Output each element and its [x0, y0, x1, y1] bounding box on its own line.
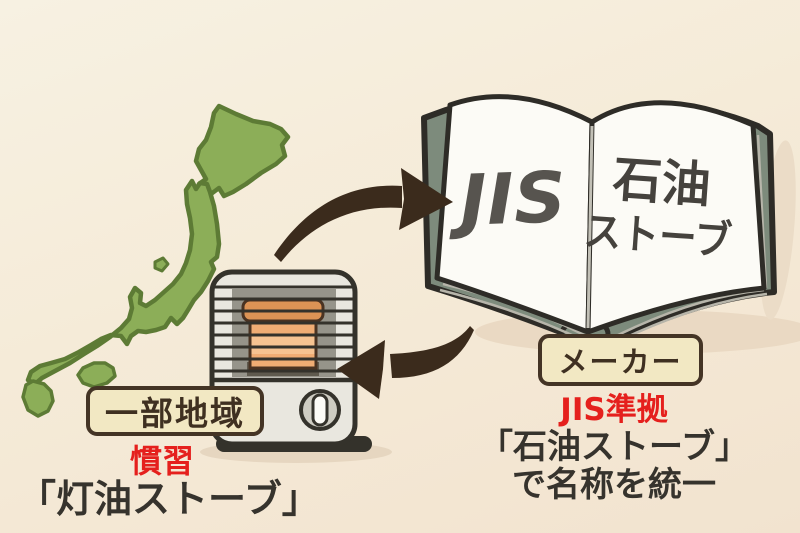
- arrow-to-stove-icon: [337, 326, 474, 399]
- left-title-kerosene-stove: 「灯油ストーブ」: [18, 477, 320, 521]
- left-region-badge: 一部地域: [86, 386, 264, 436]
- book-right-page-text-line1: 石油: [611, 151, 713, 215]
- honshu-island: [25, 178, 222, 387]
- hokkaido-island: [193, 103, 291, 202]
- left-region-badge-label: 一部地域: [105, 394, 245, 433]
- right-subtitle-jis-compliant: JIS準拠: [560, 392, 668, 428]
- stove-knob: [299, 389, 341, 431]
- book-right-page: [585, 100, 767, 335]
- right-title-oil-stove: 「石油ストーブ」: [479, 427, 749, 467]
- arrow-to-book-icon: [274, 168, 453, 262]
- right-maker-badge-label: メーカー: [558, 345, 683, 379]
- sado-island: [153, 256, 170, 273]
- kyushu-island: [21, 379, 55, 418]
- book-left-page-text: JIS: [446, 156, 567, 242]
- shikoku-island: [76, 361, 117, 389]
- book-spine-line: [586, 125, 594, 329]
- left-subtitle-custom: 慣習: [129, 442, 194, 480]
- open-book-icon: JIS 石油 ストーブ: [421, 94, 800, 354]
- book-right-page-text-line2: ストーブ: [582, 207, 733, 265]
- right-maker-badge: メーカー: [538, 334, 703, 386]
- japan-map-icon: [21, 103, 291, 418]
- stove-grill-bars: [213, 285, 354, 373]
- right-title-unified-name: で名称を統一: [512, 465, 716, 505]
